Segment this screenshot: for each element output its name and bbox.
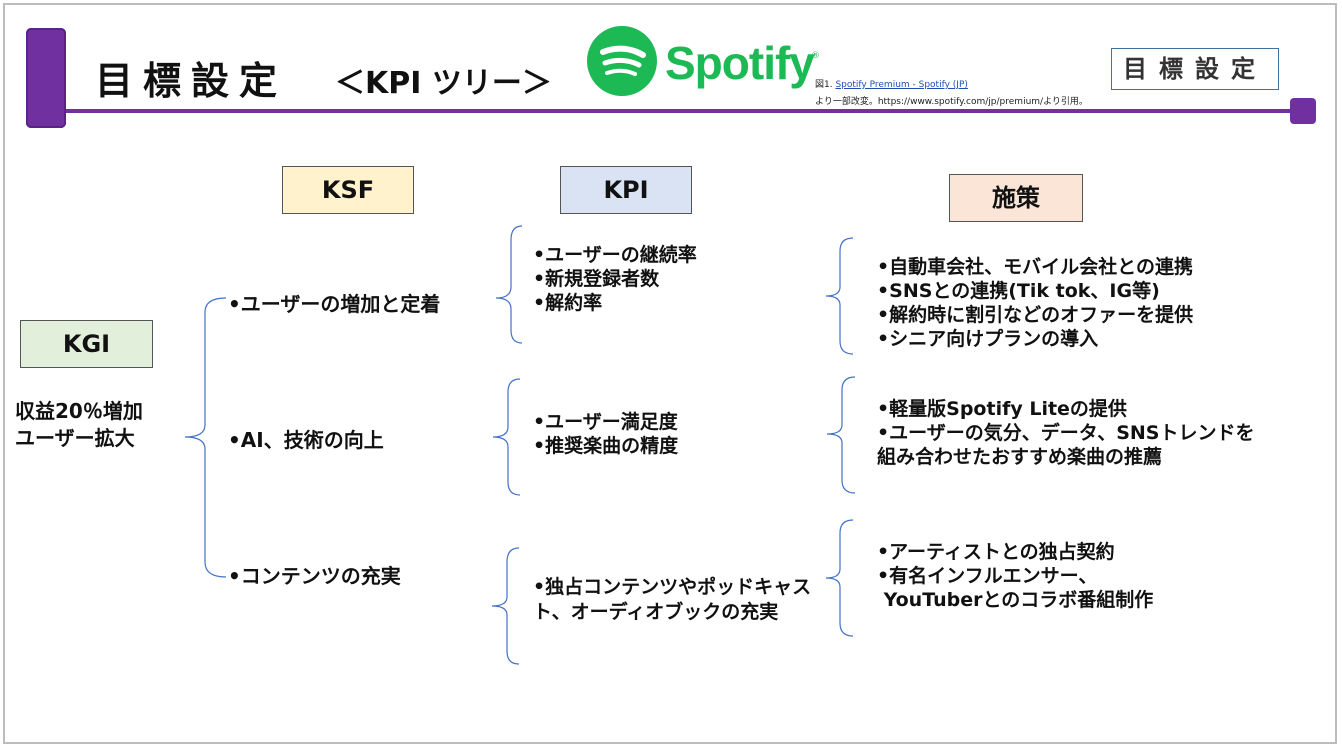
measure-item: •ユーザーの気分、データ、SNSトレンドを [877, 422, 1255, 444]
spotify-logo-icon [587, 26, 657, 96]
header-underline [66, 109, 1296, 113]
measure-item: •SNSとの連携(Tik tok、IG等) [877, 280, 1160, 302]
kpi-header-box: KPI [560, 166, 692, 214]
measure-item: YouTuberとのコラボ番組制作 [877, 589, 1154, 611]
kpi-item: •ユーザー満足度 [533, 411, 678, 433]
caption-source: より一部改変。https://www.spotify.com/jp/premiu… [815, 97, 1088, 107]
ksf-item-2: •AI、技術の向上 [228, 428, 384, 452]
kpi-item: •ユーザーの継続率 [533, 244, 697, 266]
ksf-item-3: •コンテンツの充実 [228, 564, 401, 588]
spotify-wordmark: Spotify [665, 37, 815, 89]
measure-bracket-3 [825, 519, 854, 637]
slide-frame [3, 3, 1337, 744]
ksf-item-1: •ユーザーの増加と定着 [228, 292, 441, 316]
measure-item: •アーティストとの独占契約 [877, 541, 1115, 563]
figure-caption: 図1. Spotify Premium - Spotify (JP) [815, 77, 968, 90]
ksf-header-box: KSF [282, 166, 414, 214]
kpi-item: •新規登録者数 [533, 268, 660, 290]
kpi-item: •推奨楽曲の精度 [533, 435, 679, 457]
measure-bracket-1 [825, 237, 854, 355]
kpi-item: •独占コンテンツやポッドキャス [533, 576, 812, 598]
kgi-line-1: 収益20％増加 [15, 399, 143, 423]
measure-group-1: •自動車会社、モバイル会社との連携 •SNSとの連携(Tik tok、IG等) … [877, 255, 1193, 351]
kgi-goal-text: 収益20％増加 ユーザー拡大 [15, 398, 143, 452]
measure-bracket-2 [826, 376, 856, 494]
header-accent-block [26, 28, 66, 128]
measure-item: •有名インフルエンサー、 [877, 565, 1098, 587]
ksf-bracket [184, 297, 227, 578]
caption-link[interactable]: Spotify Premium - Spotify (JP) [835, 80, 968, 90]
section-badge: 目標設定 [1111, 48, 1279, 90]
kgi-box: KGI [20, 320, 153, 368]
page-title: 目標設定 [95, 59, 288, 103]
measure-item: •軽量版Spotify Liteの提供 [877, 398, 1127, 420]
measure-group-2: •軽量版Spotify Liteの提供 •ユーザーの気分、データ、SNSトレンド… [877, 397, 1254, 469]
kgi-line-2: ユーザー拡大 [15, 426, 135, 450]
measures-header-box: 施策 [949, 174, 1083, 222]
measure-item: •解約時に割引などのオファーを提供 [877, 304, 1194, 326]
measure-item: •自動車会社、モバイル会社との連携 [877, 256, 1193, 278]
page-subtitle: ＜KPI ツリー＞ [335, 66, 552, 101]
kpi-bracket-3 [491, 547, 520, 665]
measure-item: 組み合わせたおすすめ楽曲の推薦 [877, 446, 1163, 468]
registered-mark: ® [811, 51, 820, 61]
header-end-block [1290, 98, 1316, 124]
kpi-group-2: •ユーザー満足度 •推奨楽曲の精度 [533, 410, 678, 458]
kpi-bracket-1 [495, 225, 523, 344]
kpi-item: •解約率 [533, 292, 603, 314]
caption-prefix: 図1. [815, 80, 836, 90]
kpi-bracket-2 [492, 378, 521, 496]
measure-item: •シニア向けプランの導入 [877, 328, 1099, 350]
kpi-group-1: •ユーザーの継続率 •新規登録者数 •解約率 [533, 243, 697, 315]
kpi-item: ト、オーディオブックの充実 [533, 601, 779, 623]
kpi-group-3: •独占コンテンツやポッドキャス ト、オーディオブックの充実 [533, 575, 811, 625]
measure-group-3: •アーティストとの独占契約 •有名インフルエンサー、 YouTuberとのコラボ… [877, 540, 1153, 612]
